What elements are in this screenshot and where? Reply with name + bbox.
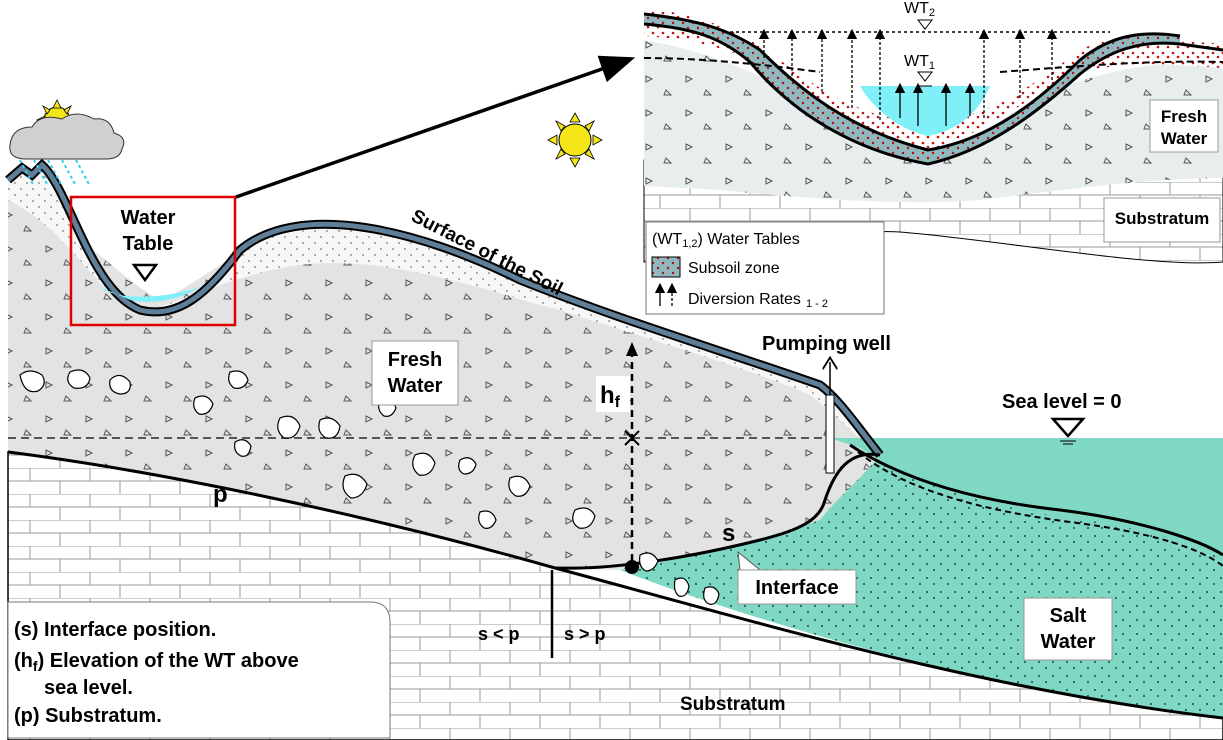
s-less-p-label: s < p xyxy=(478,624,520,644)
inset-legend-water-tables: (WT1,2) Water Tables xyxy=(652,231,800,250)
inset-legend-diversion-sub: 1 - 2 xyxy=(806,298,828,310)
salt-water-label-box xyxy=(1023,597,1113,661)
inset-surface-outer xyxy=(643,12,1181,152)
inset-legend-box: (WT1,2) Water Tables Subsoil zone Divers… xyxy=(645,221,885,315)
inset-wt-lower-dashed xyxy=(643,57,1223,73)
substratum-label: Substratum xyxy=(680,694,786,715)
gravel-clasts xyxy=(19,369,720,605)
legend-hf-line2: sea level. xyxy=(44,677,133,699)
inset-fresh-water-line2: Water xyxy=(1161,129,1208,148)
salt-water-label-line2: Water xyxy=(1041,631,1096,653)
inset-wt1-sub: 1 xyxy=(929,60,935,72)
inset-water-pool xyxy=(860,86,990,136)
s-greater-p-label: s > p xyxy=(564,624,606,644)
water-table-label-line1: Water xyxy=(121,207,176,229)
inset-legend-arrows-icon xyxy=(654,282,678,306)
inset-legend-diversion: Diversion Rates 1 - 2 xyxy=(688,291,828,310)
legend-p-line: (p) Substratum. xyxy=(14,705,162,727)
hf-measurement xyxy=(624,342,640,574)
inset-wt2-sub: 2 xyxy=(929,7,935,19)
inset-panel: WT2 WT1 Fresh Water Substratum (WT1,2) W… xyxy=(643,0,1223,315)
inset-legend-subsoil-swatch xyxy=(651,256,681,278)
inset-legend-wt-prefix: (WT xyxy=(652,231,682,248)
legend-hf-rest: ) Elevation of the WT above xyxy=(38,650,299,672)
sea-level-marker xyxy=(1050,417,1086,445)
sea-bed-lines xyxy=(849,443,1223,567)
inset-wt1-main: WT xyxy=(904,53,929,70)
pond xyxy=(100,287,200,302)
legend-s-line: (s) Interface position. xyxy=(14,619,216,641)
hf-label-sub: f xyxy=(615,394,621,411)
soil-surface xyxy=(5,158,884,458)
inset-legend-wt-rest: ) Water Tables xyxy=(698,231,800,248)
legend-hf-sub: f xyxy=(33,658,38,674)
cloud-icon xyxy=(9,113,125,160)
main-legend-box: (s) Interface position. (hf) Elevation o… xyxy=(7,601,391,739)
legend-hf-prefix: (h xyxy=(14,650,33,672)
inset-legend-subsoil-label: Subsoil zone xyxy=(688,260,780,277)
salt-water-label-line1: Salt xyxy=(1050,605,1087,627)
fresh-water-label-line2: Water xyxy=(388,375,443,397)
hf-label-main: h xyxy=(600,382,615,409)
inset-substratum-box xyxy=(1103,197,1221,243)
interface-label: Interface xyxy=(755,577,838,599)
rain-icon xyxy=(19,159,91,187)
sun-right-icon xyxy=(547,112,603,168)
hf-label-box xyxy=(596,376,630,412)
inset-legend-wt-sub: 1,2 xyxy=(682,238,697,250)
inset-legend-diversion-main: Diversion Rates xyxy=(688,291,801,308)
s-label: s xyxy=(722,520,735,547)
inset-surface-inner xyxy=(643,22,1223,166)
legend-hf-line: (hf) Elevation of the WT above xyxy=(14,650,299,674)
pumping-well xyxy=(826,362,834,474)
inset-fresh-water-line1: Fresh xyxy=(1161,107,1207,126)
zoom-arrow xyxy=(235,55,636,199)
inset-substratum-label: Substratum xyxy=(1115,209,1209,228)
inset-subsoil-band xyxy=(644,14,1180,164)
substratum-boundary xyxy=(7,450,1223,720)
interface-callout: Interface xyxy=(737,550,857,605)
inset-wt1-label: WT1 xyxy=(904,53,935,72)
inset-wt2-label: WT2 xyxy=(904,0,935,19)
zoom-highlight-box xyxy=(69,195,237,327)
water-table-marker xyxy=(131,263,159,283)
inset-wt1-marker xyxy=(916,71,934,87)
fresh-water-label-box xyxy=(371,340,459,406)
p-label: p xyxy=(213,481,228,508)
sea-level-label: Sea level = 0 xyxy=(1002,391,1122,413)
label-box-water-table: Water Table xyxy=(121,207,176,255)
inset-wt2-main: WT xyxy=(904,0,929,17)
hf-label: hf xyxy=(600,382,621,411)
inset-diversion-arrows xyxy=(758,28,1058,126)
inset-fresh-water-box xyxy=(1149,99,1219,153)
fresh-water-label-line1: Fresh xyxy=(388,349,442,371)
inset-wt2-marker xyxy=(916,19,934,30)
pumping-well-label: Pumping well xyxy=(762,333,891,355)
water-table-label-line2: Table xyxy=(123,233,174,255)
